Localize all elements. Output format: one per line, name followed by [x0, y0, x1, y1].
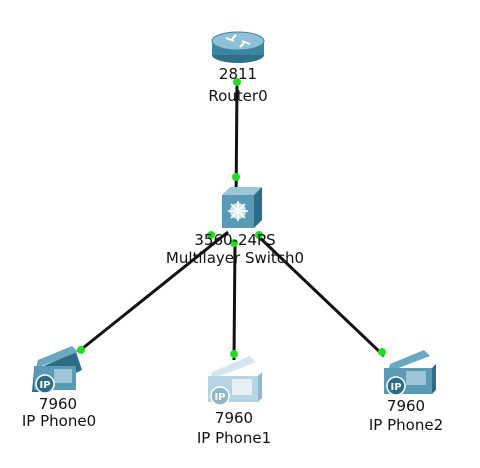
phone2-badge: IP [390, 382, 401, 393]
ip-phone-icon[interactable]: IP [384, 350, 436, 396]
phone2-name-label: IP Phone2 [368, 416, 444, 434]
switch0-name-label: Multilayer Switch0 [165, 249, 305, 267]
link-status-dots [77, 78, 386, 358]
links [77, 81, 386, 361]
link-status-dot [77, 346, 85, 354]
router0-model-label: 2811 [218, 65, 258, 83]
link-router0-switch0[interactable] [234, 81, 239, 206]
link-status-dot [378, 348, 386, 356]
phone0-badge: IP [39, 380, 50, 391]
link-switch0-phone1[interactable] [232, 239, 237, 361]
phone0-name-label: IP Phone0 [21, 412, 97, 430]
ip-phone-icon[interactable]: IP [208, 356, 262, 406]
phone2-model-label: 7960 [386, 397, 426, 415]
link-status-dot [233, 78, 241, 86]
link-status-dot [255, 231, 263, 239]
link-status-dot [230, 350, 238, 358]
switch0-model-label: 3560-24PS [194, 231, 276, 249]
link-status-dot [230, 239, 238, 247]
router-icon[interactable] [211, 31, 265, 63]
phone1-name-label: IP Phone1 [196, 429, 272, 447]
link-switch0-phone0[interactable] [77, 230, 229, 354]
multilayer-switch-icon[interactable] [222, 187, 262, 228]
router0-name-label: Router0 [208, 87, 268, 105]
link-switch0-phone2[interactable] [256, 234, 386, 358]
phone1-model-label: 7960 [214, 409, 254, 427]
phone1-badge: IP [214, 392, 225, 403]
ip-phone-icon[interactable]: IP [32, 346, 82, 394]
link-status-dot [207, 231, 215, 239]
phone0-model-label: 7960 [38, 395, 78, 413]
link-status-dot [232, 173, 240, 181]
